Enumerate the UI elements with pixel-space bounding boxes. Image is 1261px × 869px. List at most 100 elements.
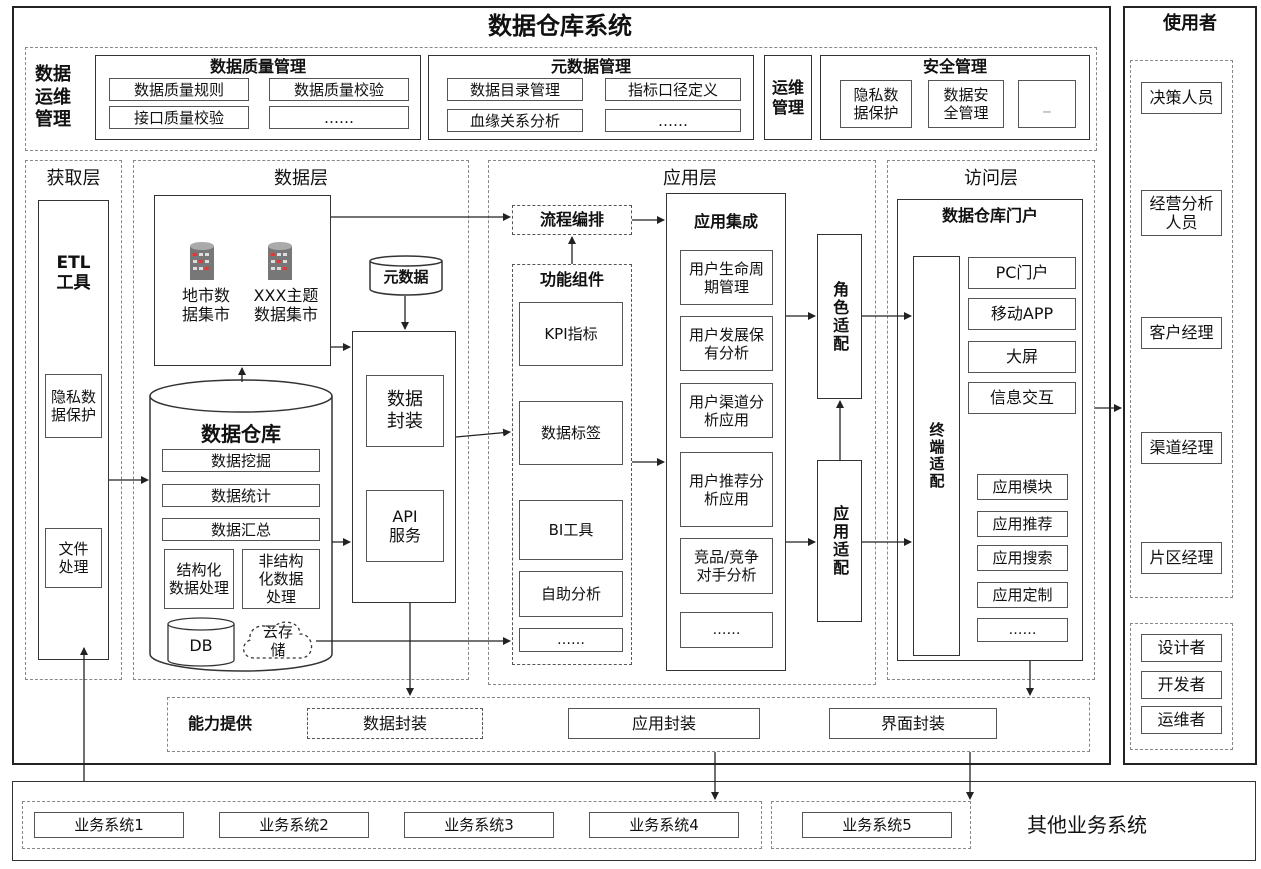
integration-item: …… <box>680 612 773 648</box>
metadata-cylinder <box>369 255 443 296</box>
function-item: BI工具 <box>519 500 623 560</box>
main-system-frame <box>12 6 1111 765</box>
quality-item: 数据质量规则 <box>109 78 249 101</box>
structured-processing: 结构化 数据处理 <box>164 549 234 609</box>
user-role: 渠道经理 <box>1141 432 1222 464</box>
metadata-item: 血缘关系分析 <box>447 109 583 132</box>
metadata-item: …… <box>605 109 741 132</box>
system-title: 数据仓库系统 <box>488 11 632 40</box>
function-item: 数据标签 <box>519 401 623 465</box>
app-module-item: 应用搜索 <box>977 545 1068 571</box>
app-module-item: …… <box>977 618 1068 642</box>
channel-item: 大屏 <box>968 341 1076 373</box>
database-icon <box>190 242 214 280</box>
other-business-systems: 其他业务系统 <box>1027 813 1147 837</box>
integration-item: 用户发展保 有分析 <box>680 316 773 371</box>
quality-item: 接口质量校验 <box>109 106 249 129</box>
security-item: 数据安 全管理 <box>928 80 1004 128</box>
security-item: _ <box>1018 80 1076 128</box>
user-role: 设计者 <box>1141 634 1222 662</box>
access-layer-title: 访问层 <box>964 168 1018 190</box>
acquire-layer-title: 获取层 <box>46 168 101 190</box>
capability-item: 数据封装 <box>307 708 483 739</box>
access-layer <box>887 160 1095 680</box>
users-group-business <box>1130 60 1233 598</box>
capability-item: 界面封装 <box>829 708 997 739</box>
unstructured-processing: 非结构 化数据 处理 <box>242 549 320 609</box>
warehouse-title: 数据仓库 <box>201 422 281 446</box>
privacy-box: 隐私数 据保护 <box>45 374 102 438</box>
user-role: 运维者 <box>1141 706 1222 734</box>
db-cylinder <box>167 617 235 667</box>
business-systems-group <box>22 801 762 849</box>
mgmt-band <box>25 47 1097 151</box>
function-components-title: 功能组件 <box>539 270 604 290</box>
metadata-label: 元数据 <box>383 268 429 286</box>
capability-band <box>167 697 1090 752</box>
api-service-box: API 服务 <box>366 490 444 562</box>
users-group-tech <box>1130 623 1233 750</box>
users-title: 使用者 <box>1163 13 1217 35</box>
service-box <box>352 331 456 603</box>
users-panel <box>1123 6 1257 765</box>
business-system: 业务系统2 <box>219 812 369 838</box>
channel-item: PC门户 <box>968 257 1076 289</box>
ops-mgmt-box: 运维 管理 <box>764 55 812 140</box>
mgmt-label: 数据 运维 管理 <box>35 64 71 131</box>
integration-item: 用户生命周 期管理 <box>680 250 773 305</box>
quality-item: …… <box>269 106 409 129</box>
user-role: 客户经理 <box>1141 317 1222 349</box>
channel-item: 信息交互 <box>968 382 1076 414</box>
app-module-item: 应用模块 <box>977 474 1068 500</box>
function-item: KPI指标 <box>519 302 623 366</box>
channel-item: 移动APP <box>968 298 1076 330</box>
integration-item: 用户渠道分 析应用 <box>680 383 773 438</box>
app-integration-title: 应用集成 <box>693 212 758 232</box>
warehouse-item: 数据统计 <box>162 484 320 507</box>
metadata-mgmt-title: 元数据管理 <box>550 57 631 77</box>
db-label: DB <box>189 636 213 656</box>
warehouse-item: 数据汇总 <box>162 518 320 541</box>
integration-item: 用户推荐分 析应用 <box>680 452 773 527</box>
data-layer <box>133 160 469 680</box>
terminal-adaptation: 终端适配 <box>913 256 960 656</box>
app-module-item: 应用推荐 <box>977 511 1068 537</box>
metadata-item: 数据目录管理 <box>447 78 583 101</box>
app-module-item: 应用定制 <box>977 582 1068 608</box>
quality-item: 数据质量校验 <box>269 78 409 101</box>
cloud-icon <box>243 621 313 659</box>
app-layer-title: 应用层 <box>663 168 717 190</box>
function-components <box>512 264 632 665</box>
user-role: 决策人员 <box>1141 82 1222 114</box>
data-layer-title: 数据层 <box>274 168 328 190</box>
flow-orchestration: 流程编排 <box>512 205 632 235</box>
security-item: 隐私数 据保护 <box>840 80 912 128</box>
database-icon <box>268 242 292 280</box>
capability-title: 能力提供 <box>187 714 252 734</box>
cloud-storage-label: 云存 储 <box>262 623 293 659</box>
security-mgmt-title: 安全管理 <box>922 57 987 77</box>
function-item: …… <box>519 628 623 652</box>
role-adaptation: 角色适配 <box>817 234 862 399</box>
integration-item: 竞品/竞争 对手分析 <box>680 538 773 594</box>
business-system: 业务系统5 <box>802 812 952 838</box>
business-system: 业务系统1 <box>34 812 184 838</box>
topic-data-mart: XXX主题 数据集市 <box>253 285 319 324</box>
warehouse-item: 数据挖掘 <box>162 449 320 472</box>
portal-title: 数据仓库门户 <box>941 206 1038 226</box>
user-role: 开发者 <box>1141 671 1222 699</box>
quality-mgmt-title: 数据质量管理 <box>209 57 306 77</box>
file-processing-box: 文件 处理 <box>45 528 102 588</box>
acquire-layer <box>25 160 122 680</box>
user-role: 经营分析 人员 <box>1141 190 1222 236</box>
city-data-mart: 地市数 据集市 <box>181 285 230 324</box>
business-band <box>12 781 1256 861</box>
function-item: 自助分析 <box>519 571 623 617</box>
metadata-item: 指标口径定义 <box>605 78 741 101</box>
other-systems-group <box>771 801 971 849</box>
app-adaptation: 应用适配 <box>817 460 862 622</box>
capability-item: 应用封装 <box>568 708 760 739</box>
business-system: 业务系统3 <box>404 812 554 838</box>
user-role: 片区经理 <box>1141 542 1222 574</box>
data-mart-box <box>154 195 331 366</box>
